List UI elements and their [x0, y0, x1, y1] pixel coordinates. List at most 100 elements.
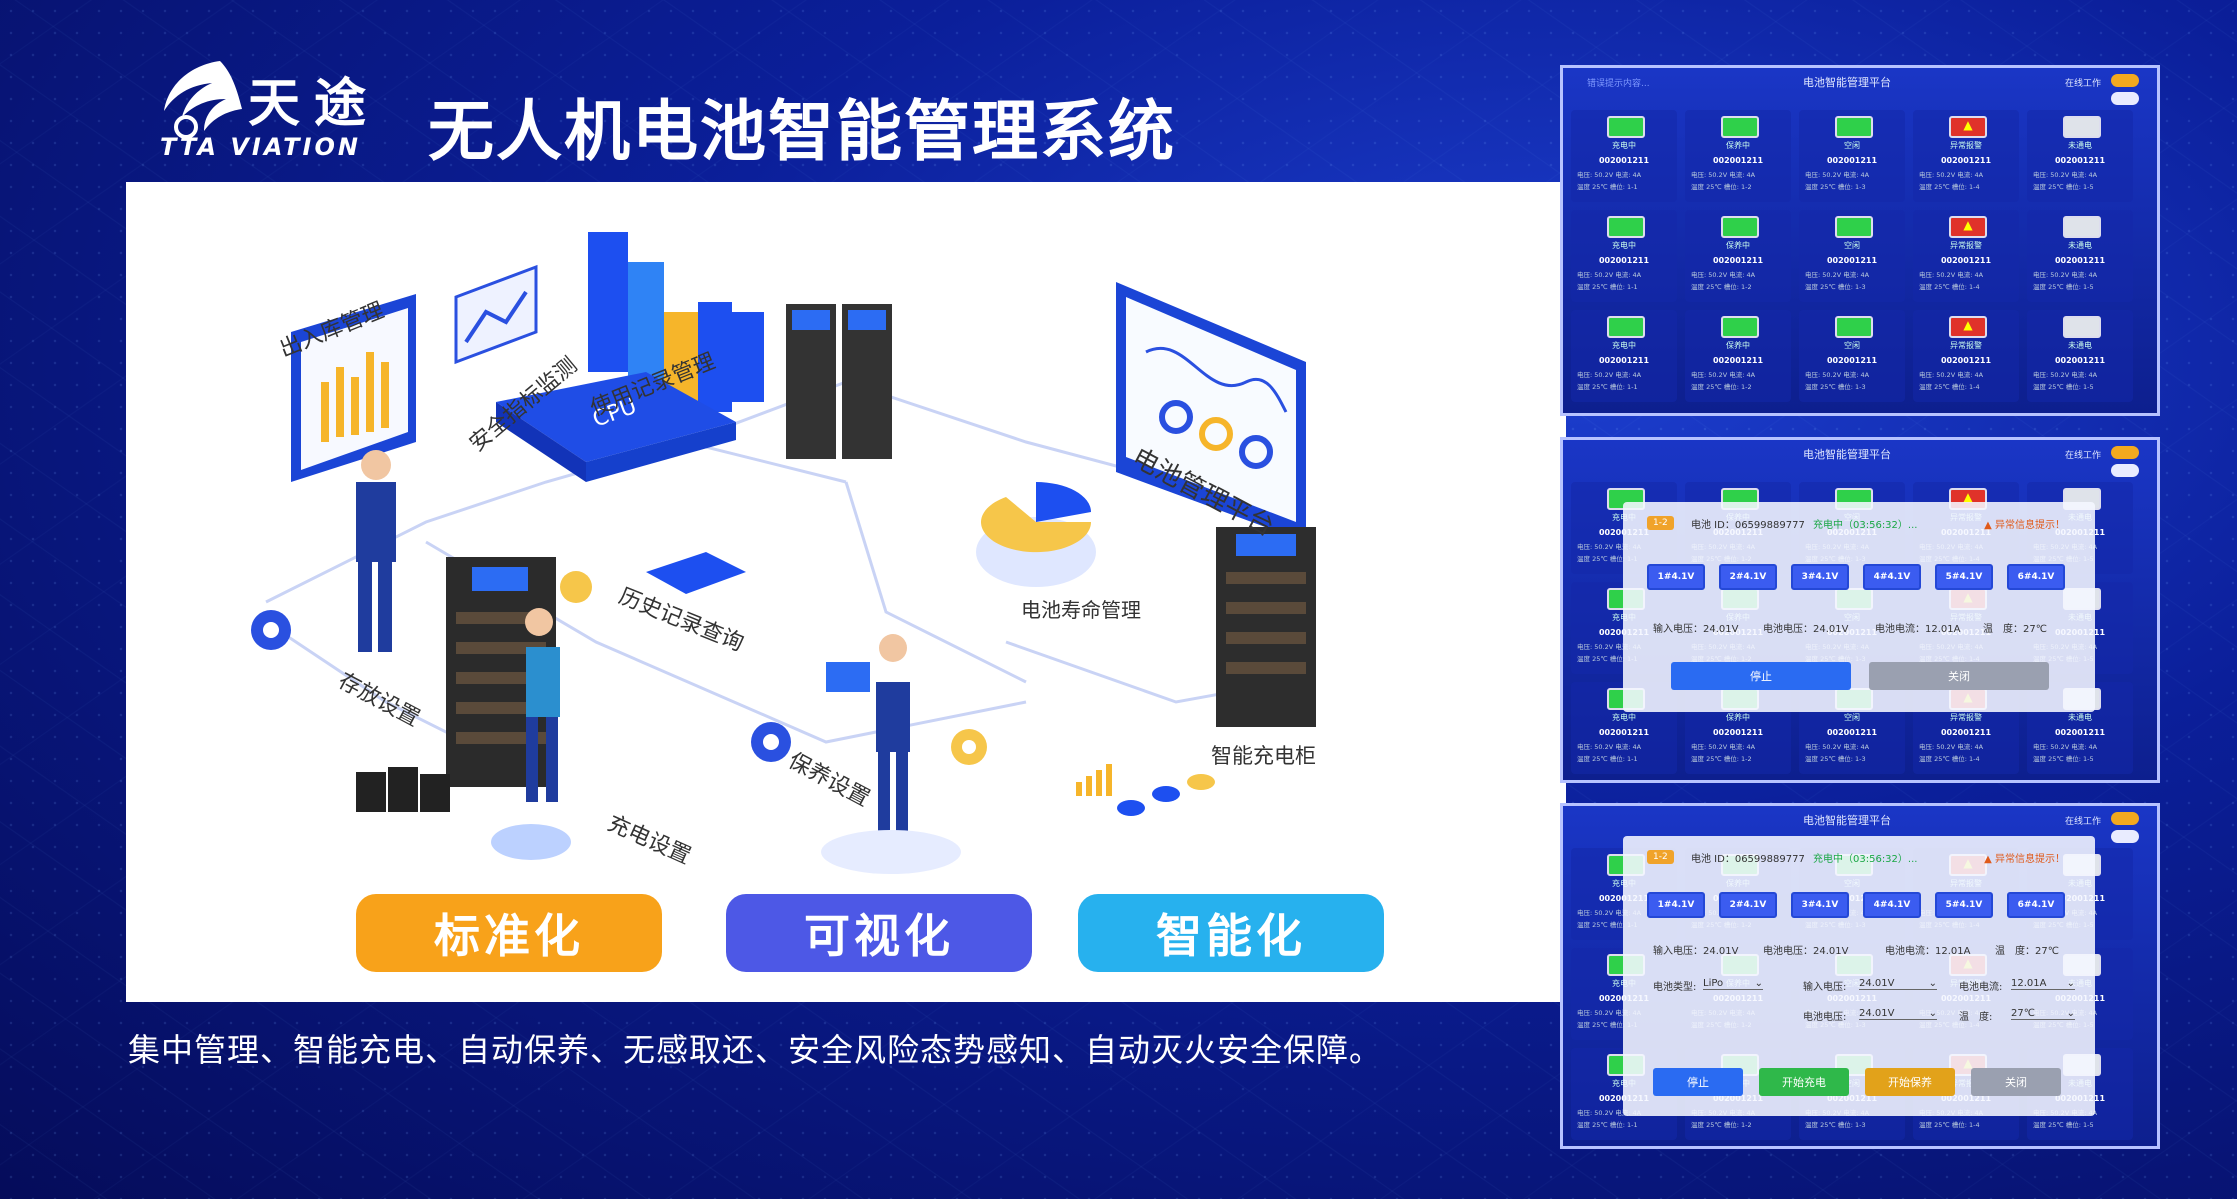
battery-voltage: 电池电压：24.01V	[1763, 624, 1849, 635]
warning-message: ▲ 异常信息提示！	[1984, 516, 2065, 531]
battery-reading-2: 温度 25℃ 槽位: 1-3	[1805, 755, 1866, 763]
battery-reading-2: 温度 25℃ 槽位: 1-1	[1577, 1021, 1638, 1029]
battery-reading: 电压: 50.2V 电流: 4A	[1577, 1109, 1642, 1117]
battery-reading: 电压: 50.2V 电流: 4A	[1577, 371, 1642, 379]
battery-serial: 002001211	[1712, 256, 1764, 265]
battery-state: 异常报警	[1950, 241, 1982, 250]
cell-voltage-badge: 4#4.1V	[1863, 564, 1921, 590]
warning-icon: ▲	[1984, 520, 1992, 531]
battery-current-select[interactable]: 12.01A⌄	[2011, 978, 2075, 990]
input-voltage-value: 24.01V	[1859, 978, 1895, 989]
battery-state: 保养中	[1726, 141, 1750, 150]
battery-reading-2: 温度 25℃ 槽位: 1-4	[1919, 383, 1980, 391]
battery-reading-2: 温度 25℃ 槽位: 1-4	[1919, 283, 1980, 291]
battery-reading: 电压: 50.2V 电流: 4A	[1577, 1009, 1642, 1017]
battery-state: 未通电	[2068, 713, 2092, 722]
battery-reading: 电压: 50.2V 电流: 4A	[1577, 909, 1642, 917]
battery-reading-2: 温度 25℃ 槽位: 1-1	[1577, 921, 1638, 929]
warning-text: 异常信息提示！	[1995, 520, 2065, 531]
battery-icon	[2063, 316, 2101, 338]
battery-settings-dialog: 1-2 电池 ID：06599889777 充电中（03:56:32）... ▲…	[1623, 836, 2095, 1116]
page-title: 无人机电池智能管理系统	[428, 93, 1176, 170]
battery-state: 空闲	[1844, 713, 1860, 722]
battery-serial: 002001211	[1826, 728, 1878, 737]
battery-reading: 电压: 50.2V 电流: 4A	[1577, 271, 1642, 279]
stop-button[interactable]: 停止	[1671, 662, 1851, 690]
battery-state: 保养中	[1726, 341, 1750, 350]
battery-serial: 002001211	[1826, 356, 1878, 365]
start-maintain-button[interactable]: 开始保养	[1865, 1068, 1955, 1096]
battery-reading-2: 温度 25℃ 槽位: 1-2	[1691, 383, 1752, 391]
brand-name-cn: 天途	[248, 74, 381, 134]
battery-id: 电池 ID：06599889777	[1691, 854, 1805, 865]
battery-reading-2: 温度 25℃ 槽位: 1-1	[1577, 283, 1638, 291]
cell-voltage-badge: 6#4.1V	[2007, 892, 2065, 918]
battery-serial: 002001211	[1940, 728, 1992, 737]
stop-button[interactable]: 停止	[1653, 1068, 1743, 1096]
cell-voltage-badge: 6#4.1V	[2007, 564, 2065, 590]
battery-reading: 电压: 50.2V 电流: 4A	[1805, 271, 1870, 279]
temperature: 温 度：27℃	[1995, 946, 2059, 957]
close-button[interactable]: 关闭	[1869, 662, 2049, 690]
battery-state: 充电中	[1612, 241, 1636, 250]
battery-state: 未通电	[2068, 241, 2092, 250]
start-charge-button[interactable]: 开始充电	[1759, 1068, 1849, 1096]
online-toggle[interactable]	[2111, 74, 2139, 87]
system-diagram-panel: CPU	[126, 182, 1566, 1002]
cell-voltage-badge: 4#4.1V	[1863, 892, 1921, 918]
battery-reading-2: 温度 25℃ 槽位: 1-3	[1805, 183, 1866, 191]
battery-reading: 电压: 50.2V 电流: 4A	[1919, 743, 1984, 751]
battery-type-select[interactable]: LiPo⌄	[1703, 978, 1763, 990]
battery-id: 电池 ID：06599889777	[1691, 520, 1805, 531]
battery-icon	[2063, 116, 2101, 138]
battery-state: 空闲	[1844, 241, 1860, 250]
battery-voltage-select[interactable]: 24.01V⌄	[1859, 1008, 1937, 1020]
battery-state: 空闲	[1844, 141, 1860, 150]
label-battery-life: 电池寿命管理	[1021, 598, 1141, 622]
battery-reading: 电压: 50.2V 电流: 4A	[1919, 171, 1984, 179]
battery-icon	[1721, 116, 1759, 138]
input-voltage-select[interactable]: 24.01V ⌄	[1859, 978, 1937, 990]
battery-reading: 电压: 50.2V 电流: 4A	[1577, 643, 1642, 651]
battery-reading-2: 温度 25℃ 槽位: 1-2	[1691, 1121, 1752, 1129]
battery-type-value: LiPo	[1703, 978, 1724, 989]
battery-state: 充电中	[1612, 341, 1636, 350]
battery-serial: 002001211	[1712, 156, 1764, 165]
screen-title: 电池智能管理平台	[1803, 76, 1891, 89]
temperature-select[interactable]: 27℃⌄	[2011, 1008, 2075, 1020]
secondary-toggle[interactable]	[2111, 92, 2139, 105]
battery-reading: 电压: 50.2V 电流: 4A	[1805, 743, 1870, 751]
online-toggle[interactable]	[2111, 812, 2139, 825]
battery-reading-2: 温度 25℃ 槽位: 1-5	[2033, 1121, 2094, 1129]
warning-message: ▲ 异常信息提示！	[1984, 850, 2065, 865]
battery-serial: 002001211	[1598, 356, 1650, 365]
battery-reading: 电压: 50.2V 电流: 4A	[2033, 271, 2098, 279]
close-button[interactable]: 关闭	[1971, 1068, 2061, 1096]
battery-icon	[1721, 316, 1759, 338]
battery-voltage-value: 24.01V	[1859, 1008, 1895, 1019]
battery-reading: 电压: 50.2V 电流: 4A	[2033, 371, 2098, 379]
chevron-down-icon: ⌄	[1928, 978, 1937, 989]
battery-serial: 002001211	[1712, 728, 1764, 737]
cell-voltage-badge: 1#4.1V	[1647, 892, 1705, 918]
battery-serial: 002001211	[1940, 156, 1992, 165]
secondary-toggle[interactable]	[2111, 464, 2139, 477]
online-toggle[interactable]	[2111, 446, 2139, 459]
secondary-toggle[interactable]	[2111, 830, 2139, 843]
battery-icon	[1607, 116, 1645, 138]
